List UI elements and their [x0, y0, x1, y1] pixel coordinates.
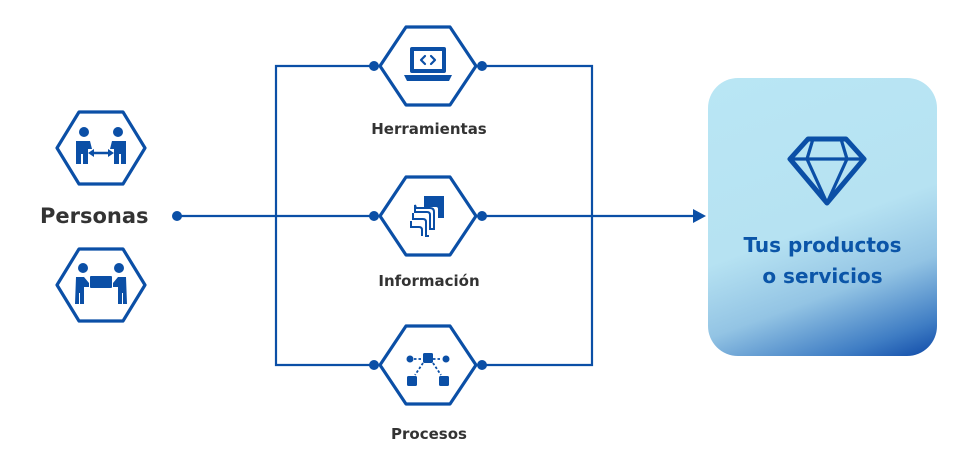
people-carrying-box-icon [55, 247, 147, 323]
tools-right-dot [477, 61, 487, 71]
info-right-dot [477, 211, 487, 221]
persons-label: Personas [40, 204, 149, 228]
people-exchange-icon [55, 110, 147, 186]
info-label: Información [378, 272, 480, 290]
proc-right-dot [477, 360, 487, 370]
diamond-icon [787, 136, 867, 206]
stacked-layers-icon [378, 175, 478, 257]
result-box [708, 78, 937, 356]
laptop-code-icon [378, 25, 478, 107]
output-arrowhead [693, 209, 706, 223]
result-line-1: Tus productos [743, 233, 902, 257]
persons-dot [172, 211, 182, 221]
result-line-2: o servicios [762, 264, 883, 288]
result-text: Tus productos o servicios [708, 230, 937, 292]
info-left-dot [369, 211, 379, 221]
tools-label: Herramientas [371, 120, 487, 138]
proc-left-dot [369, 360, 379, 370]
workflow-icon [378, 324, 478, 406]
tools-left-dot [369, 61, 379, 71]
processes-label: Procesos [391, 425, 467, 443]
